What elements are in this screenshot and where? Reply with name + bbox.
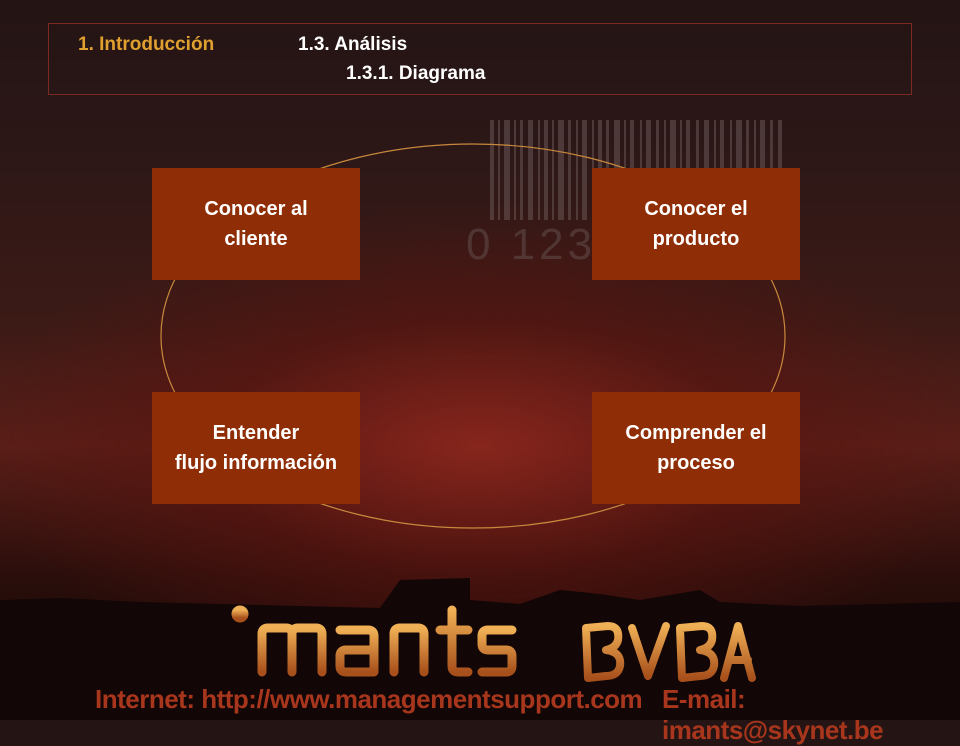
imants-bvba-logo xyxy=(231,605,756,682)
breadcrumb-subsection: 1.3. Análisis xyxy=(298,34,408,55)
diagram-box-entender-flujo: Entender flujo información xyxy=(152,392,360,504)
diagram-box-comprender-proceso: Comprender el proceso xyxy=(592,392,800,504)
footer-email: E-mail: imants@skynet.be xyxy=(662,684,884,745)
diagram-box-conocer-cliente: Conocer al cliente xyxy=(152,168,360,280)
header-frame xyxy=(48,23,912,95)
diagram-box-conocer-producto: Conocer el producto xyxy=(592,168,800,280)
footer-website: Internet: http://www.managementsupport.c… xyxy=(95,684,643,714)
breadcrumb-section: 1. Introducción xyxy=(78,34,215,55)
page-title: 1.3.1. Diagrama xyxy=(346,63,486,84)
